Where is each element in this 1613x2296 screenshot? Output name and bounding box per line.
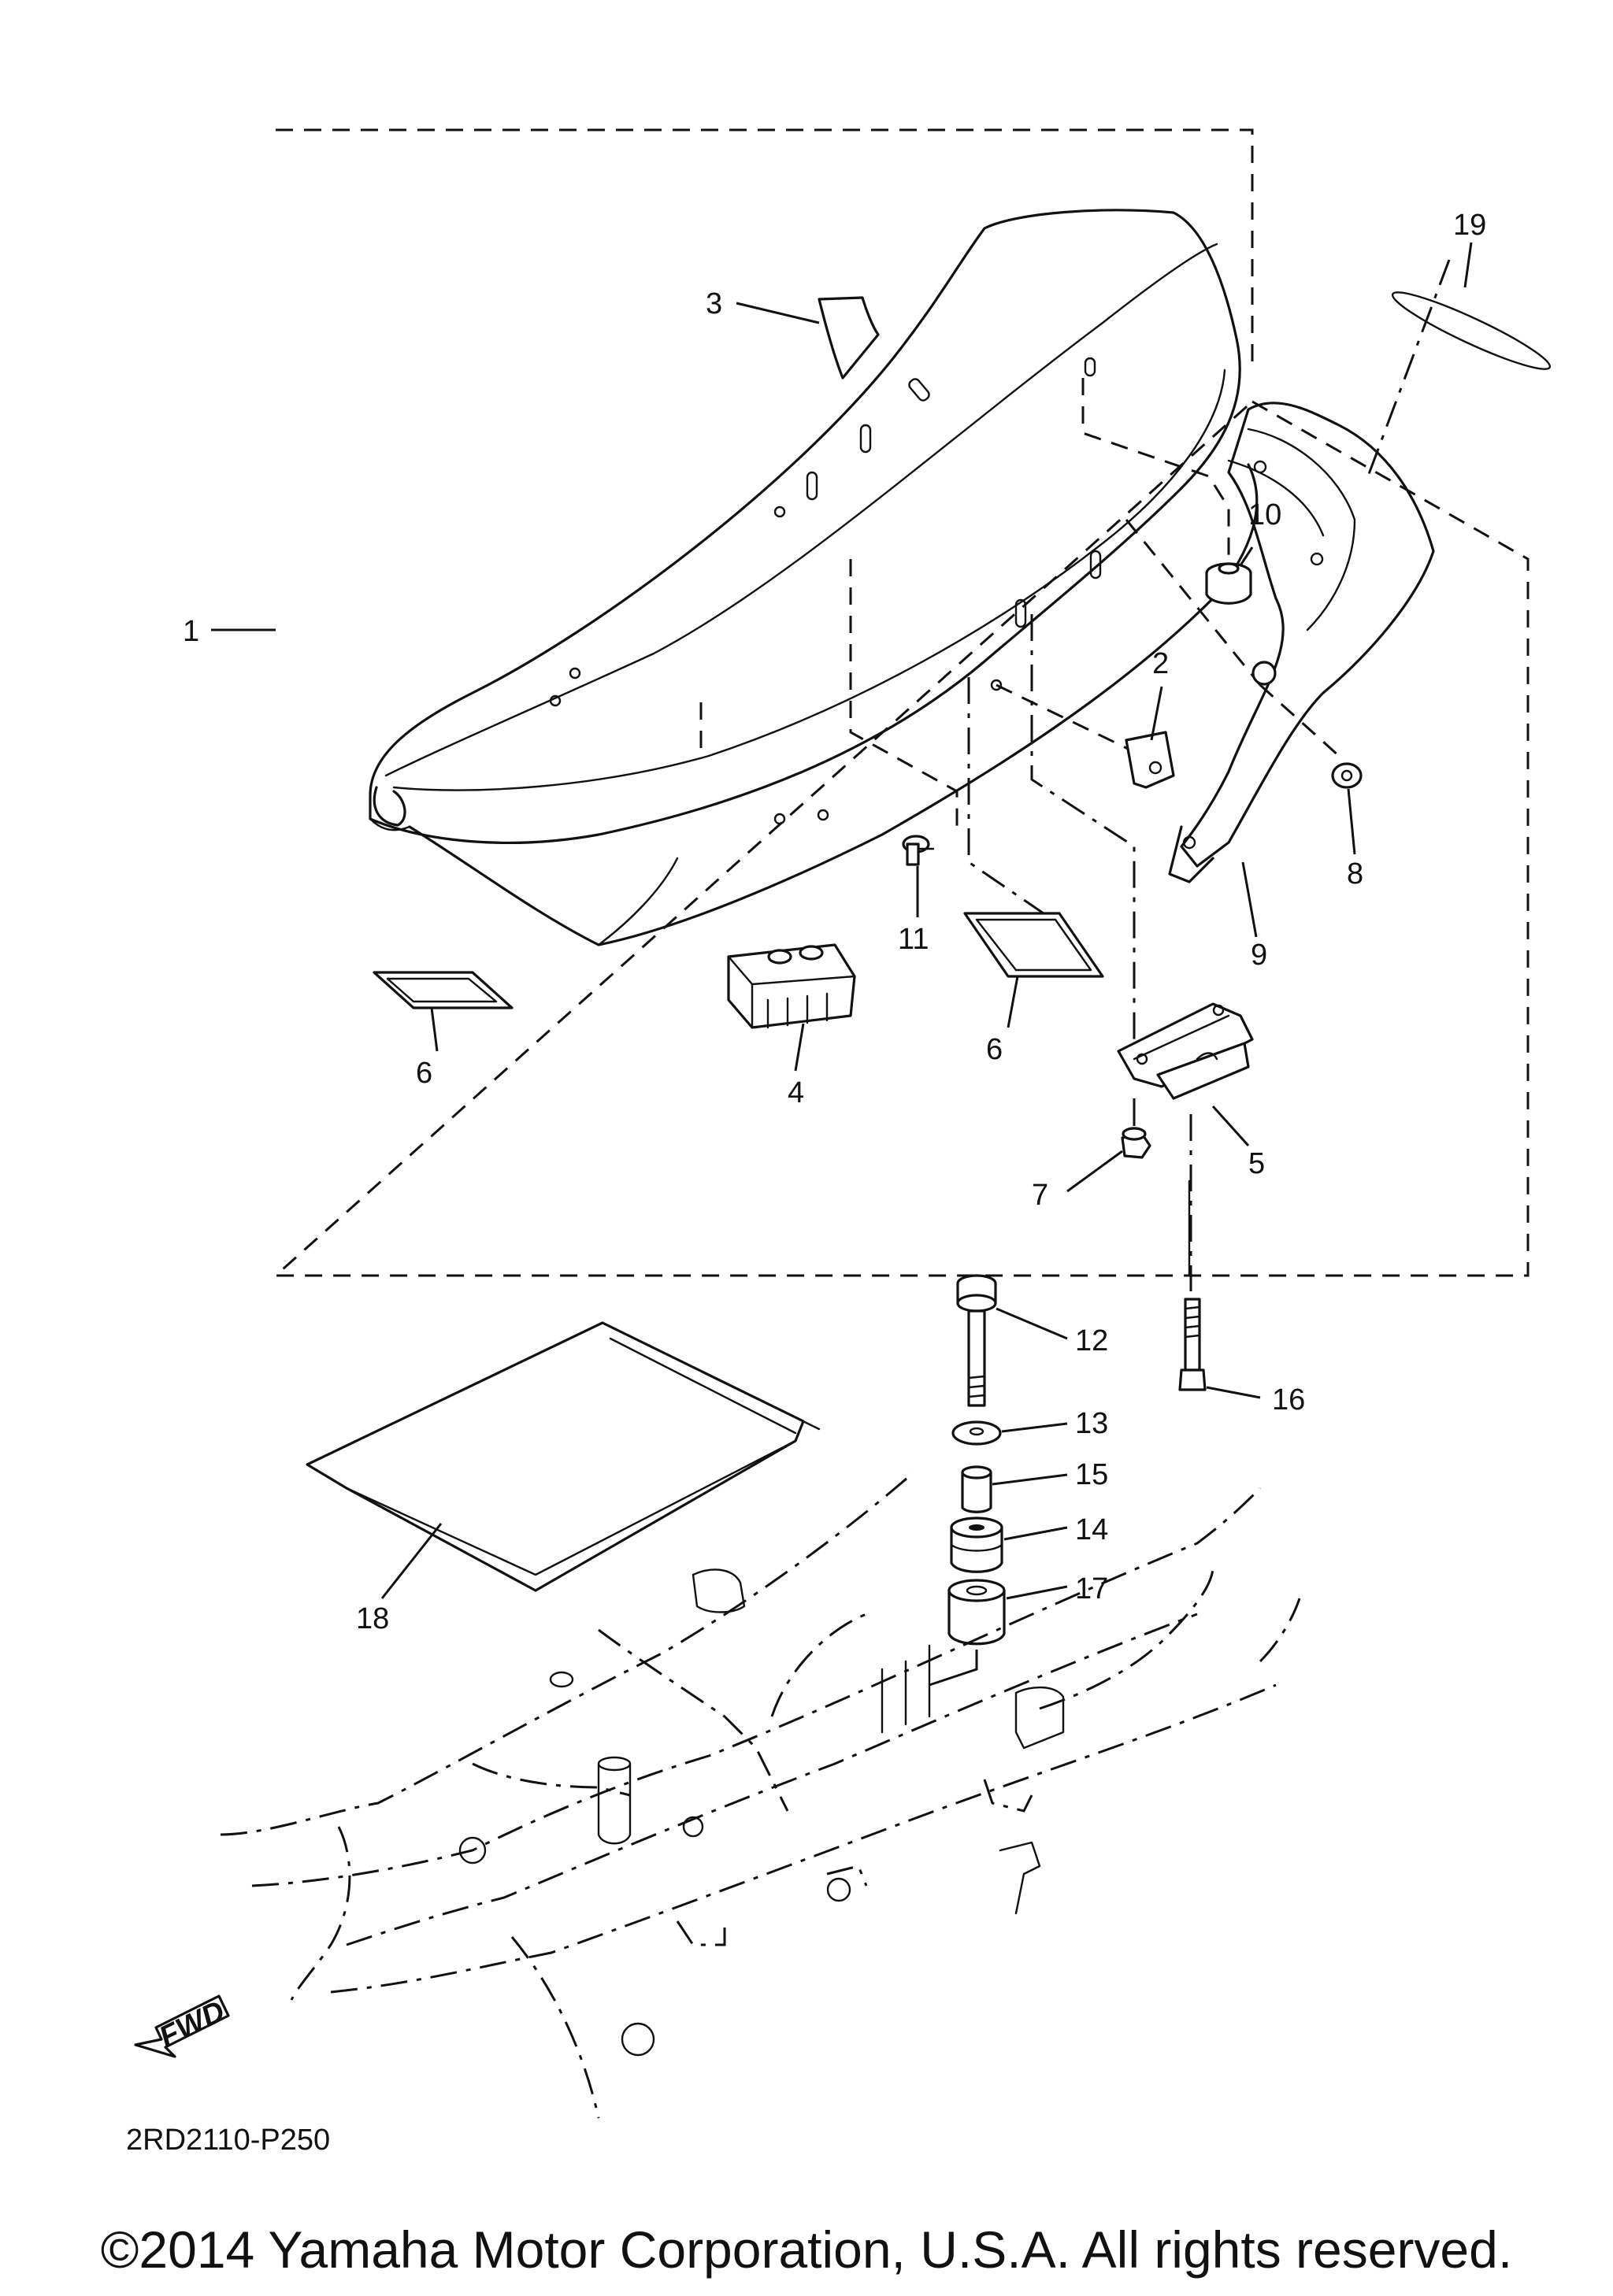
part-19-emblem — [1391, 291, 1552, 370]
callout-7: 7 — [1032, 1179, 1048, 1212]
callout-1: 1 — [183, 615, 199, 648]
callout-9: 9 — [1251, 939, 1267, 972]
part-15-collar — [961, 1465, 992, 1513]
fwd-arrow-icon: FWD — [134, 1994, 230, 2058]
callout-11: 11 — [898, 923, 929, 956]
part-12-bolt — [956, 1274, 997, 1407]
callout-6-right: 6 — [986, 1033, 1003, 1066]
part-6-pad-left — [373, 971, 514, 1009]
assembly-boundary — [273, 128, 1530, 1277]
callout-2: 2 — [1152, 647, 1169, 680]
part-14-damper — [950, 1516, 1003, 1573]
callout-4: 4 — [788, 1076, 804, 1109]
part-6-pad-right — [963, 912, 1104, 978]
callout-leaders — [211, 242, 1473, 1600]
part-7-nut — [1121, 1127, 1151, 1159]
part-11-bolt — [902, 835, 935, 866]
part-9-tail-cowl — [1168, 402, 1435, 883]
callout-6-left: 6 — [416, 1057, 432, 1090]
callout-19: 19 — [1453, 209, 1486, 242]
part-8-nut — [1331, 762, 1363, 789]
callout-15: 15 — [1075, 1458, 1108, 1491]
callout-10: 10 — [1248, 498, 1281, 531]
part-16-bolt — [1178, 1179, 1207, 1391]
part-10-damper — [1205, 562, 1252, 605]
callout-14: 14 — [1075, 1513, 1108, 1546]
callout-8: 8 — [1347, 857, 1363, 891]
fwd-label: FWD — [154, 1994, 230, 2054]
callout-numbers: 1 2 3 4 5 6 6 7 8 9 10 11 12 13 14 15 16… — [183, 209, 1486, 1635]
part-5-bracket — [1117, 1002, 1254, 1100]
callout-12: 12 — [1075, 1324, 1108, 1357]
part-18-cover-sheet — [306, 1321, 821, 1592]
part-2-clip — [1125, 731, 1175, 789]
callout-16: 16 — [1272, 1383, 1305, 1416]
callout-13: 13 — [1075, 1407, 1108, 1440]
part-13-washer — [951, 1420, 1002, 1446]
frame-reference — [220, 1471, 1301, 2119]
part-4-damper-block — [727, 943, 856, 1029]
callout-18: 18 — [356, 1602, 389, 1635]
callout-5: 5 — [1248, 1147, 1265, 1180]
callout-17: 17 — [1075, 1572, 1108, 1605]
diagram-code: 2RD2110-P250 — [126, 2124, 330, 2157]
part-17-collar — [947, 1579, 1006, 1646]
copyright-notice: ©2014 Yamaha Motor Corporation, U.S.A. A… — [101, 2220, 1512, 2279]
callout-3: 3 — [706, 287, 722, 320]
part-3-label — [818, 296, 880, 380]
